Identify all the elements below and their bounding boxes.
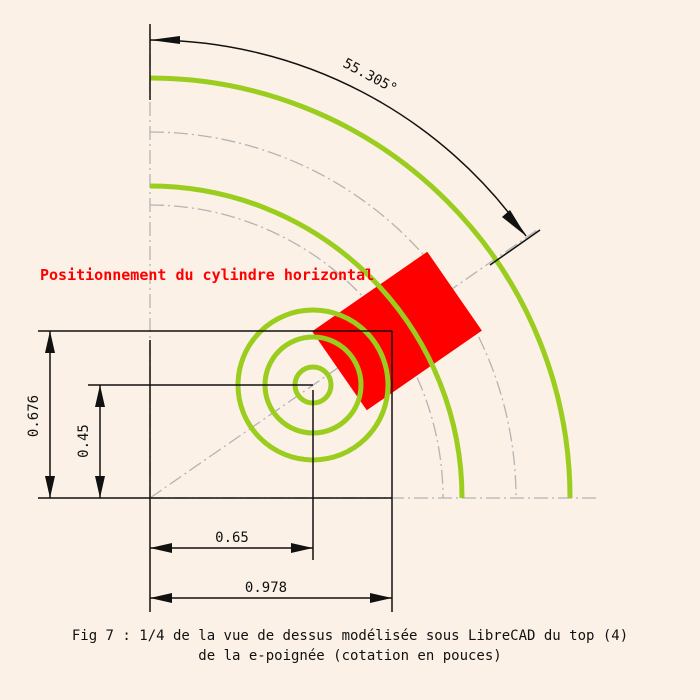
outer-arc bbox=[149, 75, 573, 499]
dim-value-v-outer: 0.676 bbox=[26, 395, 42, 437]
dimension-arrows bbox=[45, 331, 392, 603]
dim-value-v-inner: 0.45 bbox=[76, 424, 92, 458]
arrow-h-inner-right bbox=[291, 543, 313, 553]
angle-ext-line-angled bbox=[489, 229, 541, 266]
angle-arc bbox=[149, 39, 527, 237]
arrow-h-inner-left bbox=[150, 543, 172, 553]
caption-line-1: Fig 7 : 1/4 de la vue de dessus modélisé… bbox=[71, 628, 629, 644]
arrow-h-outer-left bbox=[150, 593, 172, 603]
caption-line-2: de la e-poignée (cotation en pouces) bbox=[198, 648, 502, 664]
angled-centerline bbox=[149, 227, 541, 499]
arrow-v-outer-bottom bbox=[45, 476, 55, 498]
arrow-v-outer-top bbox=[45, 331, 55, 353]
arrow-v-inner-bottom bbox=[95, 476, 105, 498]
outer-center-arc bbox=[149, 131, 517, 499]
angle-arrow-end bbox=[502, 210, 526, 236]
angle-label: 55.305° bbox=[340, 56, 400, 98]
horizontal-cylinder bbox=[312, 251, 482, 411]
inner-arc bbox=[149, 183, 465, 499]
dim-value-h-inner: 0.65 bbox=[215, 530, 249, 546]
figure-caption: Fig 7 : 1/4 de la vue de dessus modélisé… bbox=[0, 626, 700, 666]
cylinder-label: Positionnement du cylindre horizontal bbox=[40, 266, 374, 284]
dim-value-h-outer: 0.978 bbox=[245, 580, 287, 596]
arrow-h-outer-right bbox=[370, 593, 392, 603]
part-outlines bbox=[149, 75, 573, 499]
dimension-lines bbox=[38, 330, 393, 612]
angle-arrow-start bbox=[150, 36, 180, 44]
arrow-v-inner-top bbox=[95, 385, 105, 407]
angle-dimension: 55.305° bbox=[149, 24, 541, 266]
inner-center-arc bbox=[149, 204, 444, 499]
